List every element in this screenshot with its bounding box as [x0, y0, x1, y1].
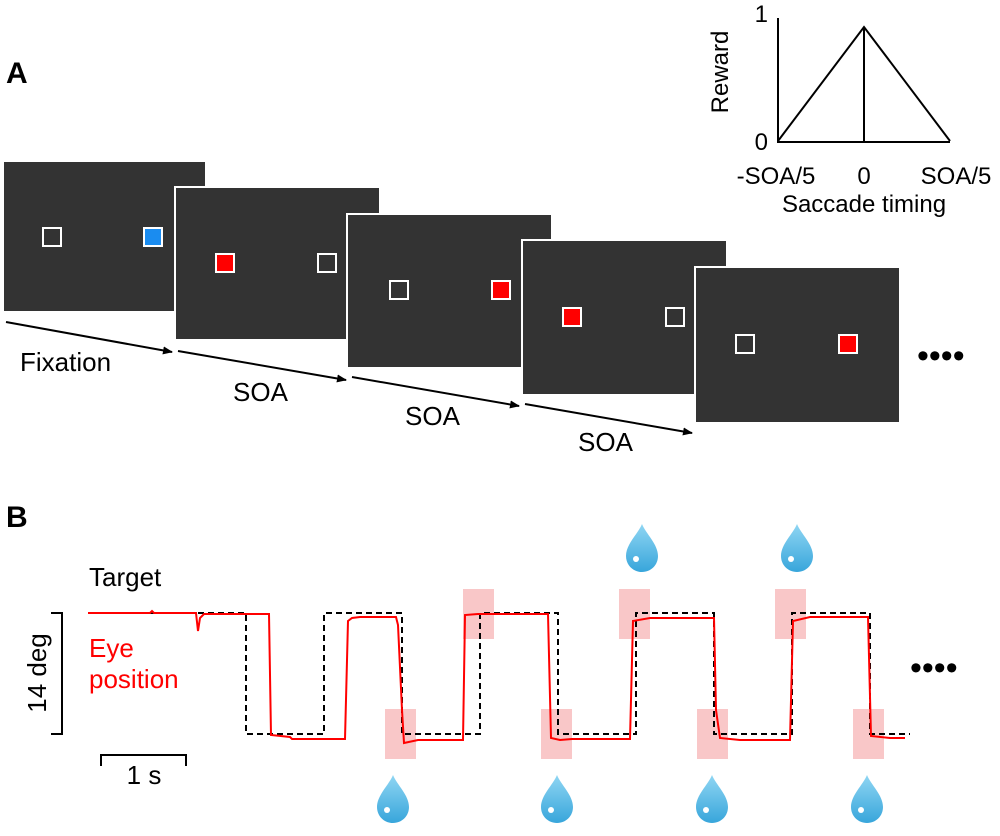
eye-label-line2: position — [89, 664, 179, 694]
time-scale-bar — [100, 754, 187, 766]
red-square — [215, 253, 235, 273]
screen-2 — [174, 186, 381, 341]
eye-label-line1: Eye — [89, 633, 134, 663]
continuation-dots-b: •••• — [910, 649, 958, 687]
water-drop-icon — [781, 524, 813, 572]
arrow-soa-2 — [351, 376, 520, 409]
reward-inset: Reward 1 0 -SOA/5 0 SOA/5 Saccade timing — [707, 1, 991, 218]
amplitude-label: 14 deg — [22, 633, 52, 713]
outline-square — [735, 334, 755, 354]
water-drop-icon — [541, 775, 573, 823]
red-square — [491, 280, 511, 300]
screen-1 — [2, 160, 207, 313]
time-scale-label: 1 s — [127, 760, 162, 790]
eye-position-trace — [88, 609, 905, 745]
outline-square — [42, 227, 62, 247]
x-tick-neg: -SOA/5 — [737, 163, 816, 190]
outline-square — [389, 280, 409, 300]
y-tick-1: 1 — [755, 1, 768, 28]
x-tick-pos: SOA/5 — [921, 163, 992, 190]
step-label-soa-2: SOA — [405, 401, 461, 431]
continuation-dots-a: •••• — [917, 337, 965, 375]
water-drop-icon — [626, 524, 658, 572]
water-drop-icon — [696, 775, 728, 823]
panel-b-label: B — [6, 501, 28, 534]
x-tick-zero: 0 — [857, 163, 870, 190]
step-label-soa-3: SOA — [578, 427, 634, 457]
target-label: Target — [89, 562, 162, 592]
amplitude-scale-bar — [51, 612, 63, 735]
water-drop-icon — [851, 775, 883, 823]
step-label-soa-1: SOA — [233, 377, 289, 407]
screen-5 — [694, 266, 901, 424]
panel-a-label: A — [6, 57, 28, 90]
outline-square — [665, 307, 685, 327]
water-drop-icon — [377, 775, 409, 823]
arrow-soa-3 — [524, 403, 693, 436]
arrow-soa-1 — [177, 350, 347, 383]
red-square — [838, 334, 858, 354]
outline-square — [317, 253, 337, 273]
red-square — [562, 307, 582, 327]
y-tick-0: 0 — [755, 129, 768, 156]
reward-y-label: Reward — [707, 31, 734, 114]
arrow-fixation — [5, 321, 173, 355]
reward-x-label: Saccade timing — [782, 191, 946, 218]
reward-windows — [385, 589, 884, 759]
blue-square — [143, 227, 163, 247]
step-label-fixation: Fixation — [20, 347, 111, 377]
